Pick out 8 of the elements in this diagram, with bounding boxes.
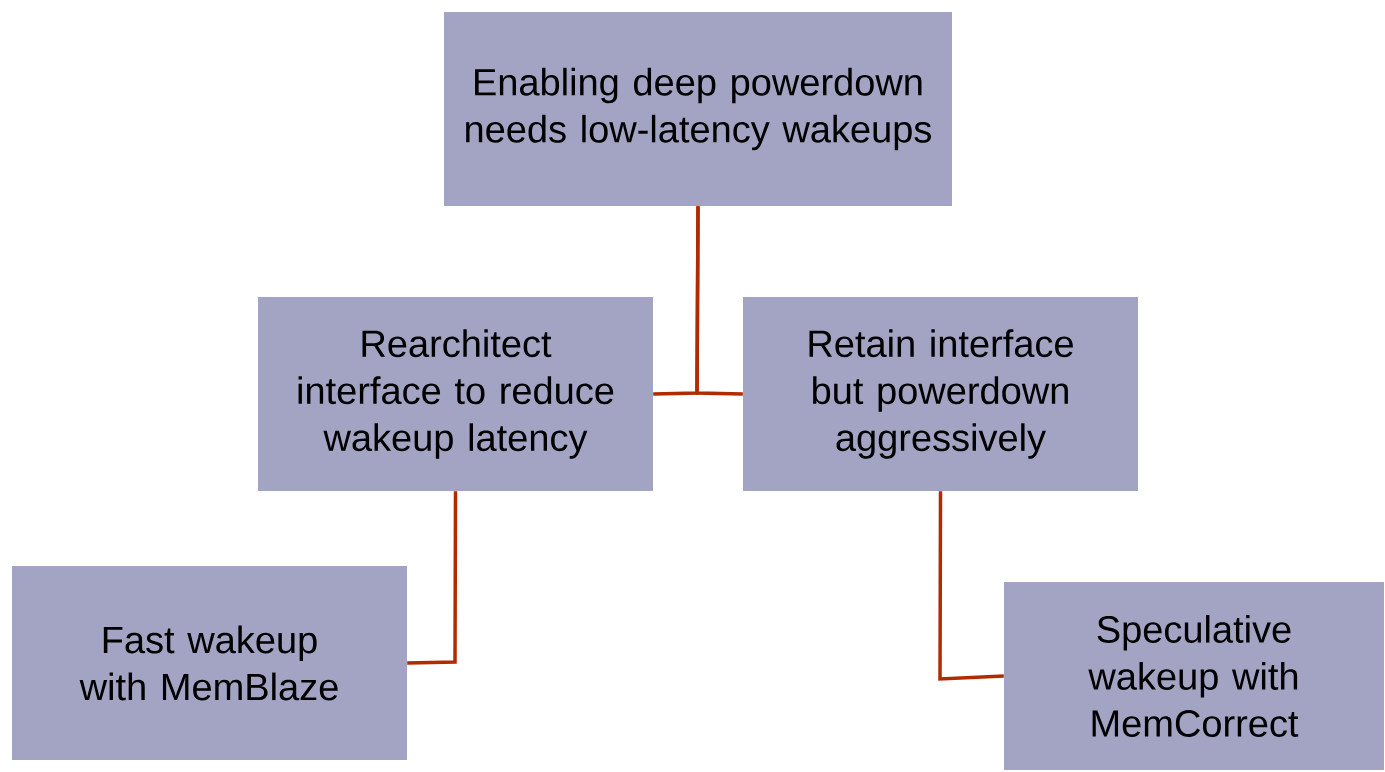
process-box: Rearchitect interface to reduce wakeup latency [258,297,653,491]
connector-line [695,206,743,396]
connector-line [938,491,1004,681]
process-box: Enabling deep powerdown needs low-latency wakeups [444,12,952,206]
process-box: Speculative wakeup with MemCorrect [1004,582,1384,770]
process-box: Fast wakeup with MemBlaze [12,566,407,760]
process-box: Retain interface but powerdown aggressively [743,297,1138,491]
connector-line [407,491,458,665]
